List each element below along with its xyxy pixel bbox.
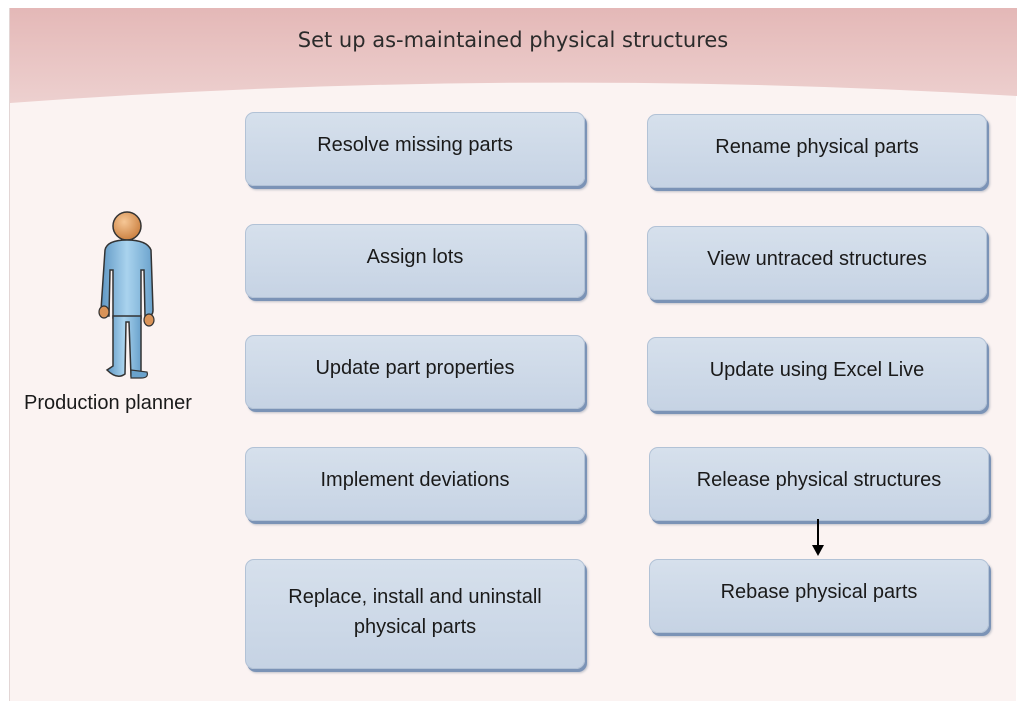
task-label: Replace, install and uninstall physical …	[288, 586, 542, 638]
task-view-untraced-structures: View untraced structures	[647, 226, 987, 300]
diagram-title: Set up as-maintained physical structures	[297, 28, 729, 52]
task-update-part-properties: Update part properties	[245, 335, 585, 409]
flow-arrow	[812, 519, 824, 556]
task-label: Rename physical parts	[715, 136, 919, 158]
actor-label: Production planner	[24, 392, 192, 414]
task-replace-install-uninstall: Replace, install and uninstall physical …	[245, 559, 585, 669]
person-icon	[95, 210, 165, 387]
title-banner: Set up as-maintained physical structures	[10, 8, 1017, 108]
task-label: Rebase physical parts	[720, 581, 918, 603]
task-update-using-excel-live: Update using Excel Live	[647, 337, 987, 411]
task-label: View untraced structures	[707, 248, 927, 270]
task-label: Update using Excel Live	[709, 359, 925, 381]
task-label: Assign lots	[366, 246, 464, 268]
task-rebase-physical-parts: Rebase physical parts	[649, 559, 989, 633]
task-label: Resolve missing parts	[317, 134, 513, 156]
task-label: Release physical structures	[696, 469, 942, 491]
task-label: Implement deviations	[320, 469, 510, 491]
task-resolve-missing-parts: Resolve missing parts	[245, 112, 585, 186]
task-rename-physical-parts: Rename physical parts	[647, 114, 987, 188]
task-assign-lots: Assign lots	[245, 224, 585, 298]
task-implement-deviations: Implement deviations	[245, 447, 585, 521]
task-release-physical-structures: Release physical structures	[649, 447, 989, 521]
task-label: Update part properties	[315, 357, 515, 379]
